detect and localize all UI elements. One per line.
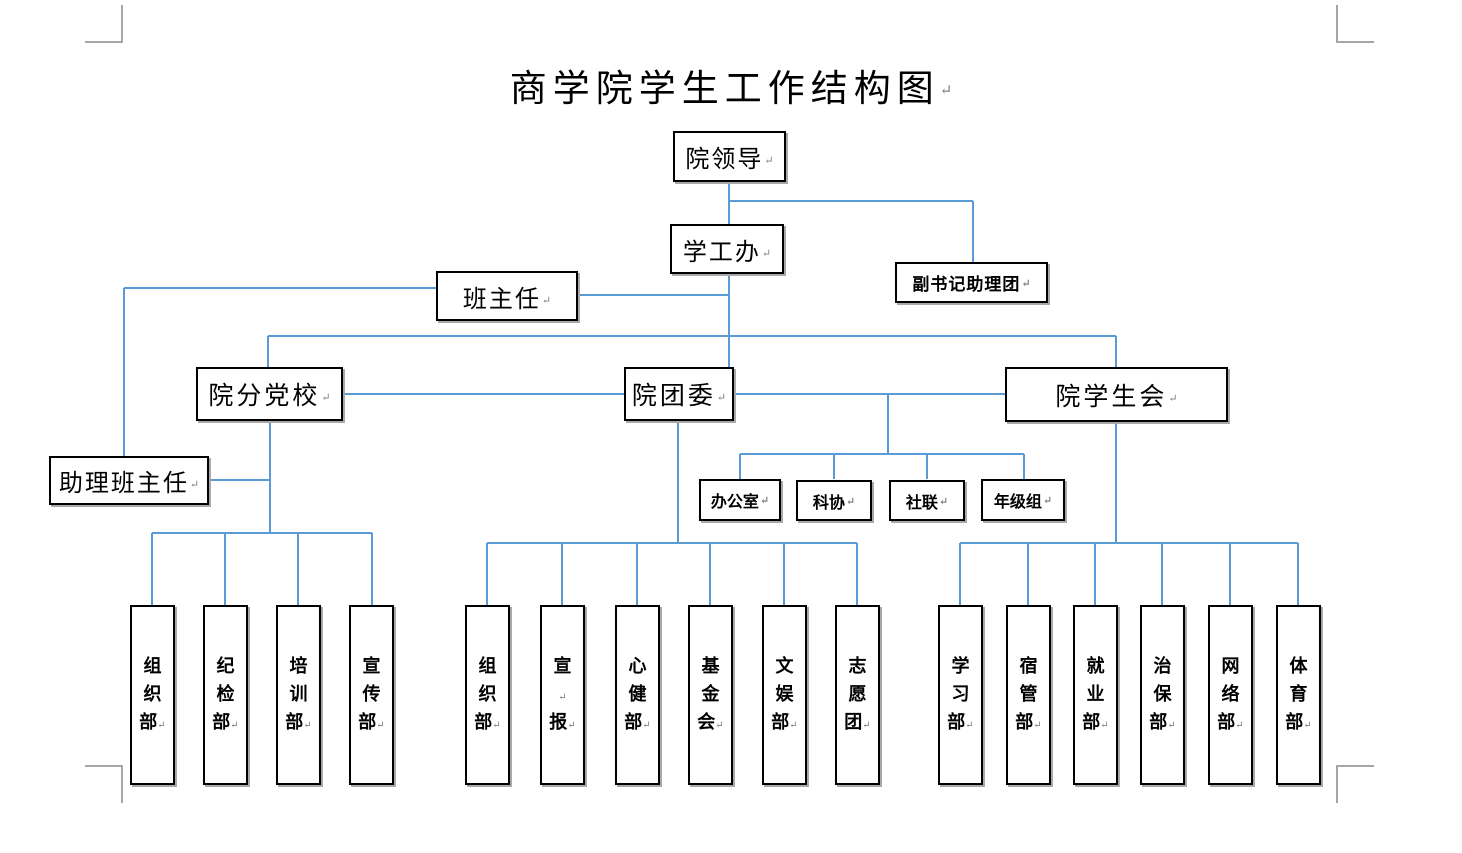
vnode-dept-3-3-label: 就业部↵ bbox=[1082, 656, 1109, 732]
vnode-dept-2-5-label: 文娱部↵ bbox=[771, 656, 798, 732]
pilcrow-mark: ↵ bbox=[761, 247, 772, 260]
node-league-subunit-grade-group[interactable]: 年级组↵ bbox=[981, 479, 1065, 521]
vnode-dept-1-4[interactable]: 宣传部↵ bbox=[349, 605, 394, 785]
pilcrow-mark: ↵ bbox=[1168, 392, 1178, 405]
node-youth-league-committee-label: 院团委 bbox=[631, 383, 716, 410]
node-deputy-secretary-assistant-group-label: 副书记助理团 bbox=[912, 275, 1021, 294]
vnode-dept-1-1-label: 组织部↵ bbox=[139, 656, 166, 732]
node-class-advisor[interactable]: 班主任↵ bbox=[436, 271, 578, 321]
node-party-school-label: 院分党校 bbox=[208, 383, 321, 410]
vnode-dept-2-4-label: 基金会↵ bbox=[697, 656, 724, 732]
vnode-dept-1-2[interactable]: 纪检部↵ bbox=[203, 605, 248, 785]
vnode-dept-3-5[interactable]: 网络部↵ bbox=[1208, 605, 1253, 785]
node-league-subunit-science-association[interactable]: 科协↵ bbox=[796, 480, 872, 521]
pilcrow-mark: ↵ bbox=[939, 83, 953, 99]
pilcrow-mark: ↵ bbox=[1042, 495, 1053, 507]
vnode-dept-3-6-label: 体育部↵ bbox=[1285, 656, 1312, 732]
node-league-subunit-club-union[interactable]: 社联↵ bbox=[889, 480, 965, 521]
vnode-dept-1-2-label: 纪检部↵ bbox=[212, 656, 239, 732]
node-league-subunit-grade-group-label: 年级组 bbox=[993, 494, 1042, 511]
pilcrow-mark: ↵ bbox=[1021, 278, 1031, 290]
node-student-affairs-office-label: 学工办 bbox=[682, 239, 761, 266]
vnode-dept-3-1-label: 学习部↵ bbox=[947, 656, 974, 732]
vnode-dept-3-4[interactable]: 治保部↵ bbox=[1140, 605, 1185, 785]
pilcrow-mark: ↵ bbox=[321, 392, 331, 404]
node-student-affairs-office[interactable]: 学工办↵ bbox=[670, 224, 784, 274]
vnode-dept-2-3-label: 心健部↵ bbox=[624, 656, 651, 732]
pilcrow-mark: ↵ bbox=[716, 392, 727, 404]
vnode-dept-2-3[interactable]: 心健部↵ bbox=[615, 605, 660, 785]
vnode-dept-3-6[interactable]: 体育部↵ bbox=[1276, 605, 1321, 785]
node-league-subunit-club-union-label: 社联 bbox=[905, 494, 938, 512]
vnode-dept-2-2-label: 宣↵报↵ bbox=[549, 656, 576, 732]
pilcrow-mark: ↵ bbox=[759, 495, 770, 507]
node-assistant-class-advisor-label: 助理班主任 bbox=[58, 471, 189, 497]
page-title-text: 商学院学生工作结构图 bbox=[509, 69, 940, 110]
node-assistant-class-advisor[interactable]: 助理班主任↵ bbox=[49, 456, 209, 505]
pilcrow-mark: ↵ bbox=[938, 495, 949, 508]
pilcrow-mark: ↵ bbox=[541, 294, 552, 307]
pilcrow-mark: ↵ bbox=[189, 479, 200, 491]
node-leader-label: 院领导 bbox=[685, 147, 764, 173]
page-title: 商学院学生工作结构图↵ bbox=[0, 58, 1462, 112]
node-league-subunit-office[interactable]: 办公室↵ bbox=[699, 479, 781, 521]
node-deputy-secretary-assistant-group[interactable]: 副书记助理团↵ bbox=[895, 262, 1048, 303]
vnode-dept-1-1[interactable]: 组织部↵ bbox=[130, 605, 175, 785]
vnode-dept-3-4-label: 治保部↵ bbox=[1149, 656, 1176, 732]
vnode-dept-2-1[interactable]: 组织部↵ bbox=[465, 605, 510, 785]
node-leader[interactable]: 院领导↵ bbox=[673, 131, 786, 182]
vnode-dept-2-4[interactable]: 基金会↵ bbox=[688, 605, 733, 785]
node-class-advisor-label: 班主任 bbox=[462, 286, 541, 313]
vnode-dept-2-2[interactable]: 宣↵报↵ bbox=[540, 605, 585, 785]
vnode-dept-2-6[interactable]: 志愿团↵ bbox=[835, 605, 880, 785]
vnode-dept-2-6-label: 志愿团↵ bbox=[844, 656, 871, 732]
vnode-dept-2-5[interactable]: 文娱部↵ bbox=[762, 605, 807, 785]
vnode-dept-3-3[interactable]: 就业部↵ bbox=[1073, 605, 1118, 785]
node-league-subunit-science-association-label: 科协 bbox=[812, 494, 845, 512]
vnode-dept-3-2-label: 宿管部↵ bbox=[1015, 656, 1042, 732]
vnode-dept-1-3[interactable]: 培训部↵ bbox=[276, 605, 321, 785]
pilcrow-mark: ↵ bbox=[764, 155, 774, 167]
node-party-school[interactable]: 院分党校↵ bbox=[196, 367, 343, 421]
vnode-dept-1-4-label: 宣传部↵ bbox=[358, 656, 385, 732]
vnode-dept-3-1[interactable]: 学习部↵ bbox=[938, 605, 983, 785]
node-league-subunit-office-label: 办公室 bbox=[710, 494, 759, 511]
node-youth-league-committee[interactable]: 院团委↵ bbox=[624, 367, 734, 421]
vnode-dept-3-2[interactable]: 宿管部↵ bbox=[1006, 605, 1051, 785]
pilcrow-mark: ↵ bbox=[845, 495, 856, 508]
node-student-union[interactable]: 院学生会↵ bbox=[1005, 367, 1228, 422]
vnode-dept-2-1-label: 组织部↵ bbox=[474, 656, 501, 732]
node-student-union-label: 院学生会 bbox=[1055, 383, 1168, 411]
vnode-dept-3-5-label: 网络部↵ bbox=[1217, 656, 1244, 732]
vnode-dept-1-3-label: 培训部↵ bbox=[285, 656, 312, 732]
